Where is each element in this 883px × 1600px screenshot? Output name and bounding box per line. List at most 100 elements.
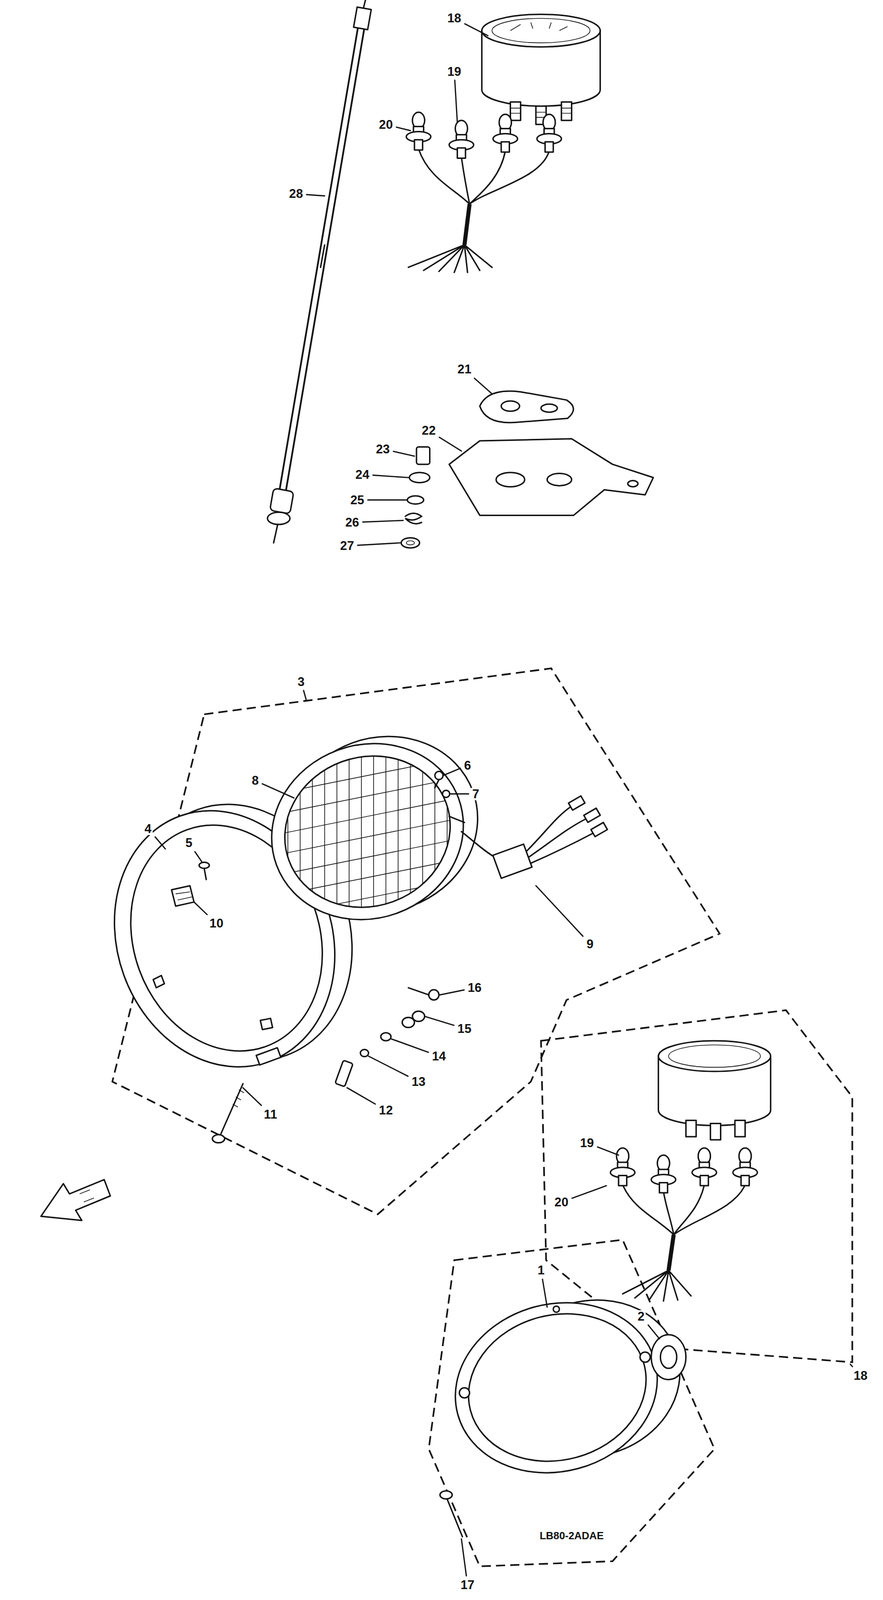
meter-bracket [409, 472, 430, 484]
leader-line [597, 1147, 619, 1156]
adjuster-hardware [335, 1060, 354, 1088]
callout-number: 8 [250, 774, 260, 787]
speedometer [510, 101, 521, 120]
direction-arrow [41, 1179, 111, 1221]
headlight-housing [451, 1294, 663, 1481]
leader-line [303, 690, 306, 701]
sealed-beam-unit [246, 710, 503, 947]
bulb-sockets [449, 120, 474, 159]
callout-number: 22 [420, 424, 437, 437]
headlight-rim [175, 891, 192, 901]
speedometer-cable [320, 245, 325, 268]
meter-bracket [405, 513, 422, 524]
sealed-beam-unit [246, 717, 489, 947]
callout-number: 9 [585, 938, 595, 951]
leader-line [372, 475, 409, 478]
adjuster-hardware [232, 1090, 245, 1108]
headlight-housing [553, 1306, 560, 1313]
leader-line [396, 127, 411, 131]
callout-number: 2 [636, 1310, 646, 1323]
headlight-rim [204, 868, 207, 880]
callout-number: 3 [296, 675, 306, 689]
bulb-sockets [610, 1148, 758, 1302]
callout-number: 25 [349, 493, 366, 507]
leader-line [450, 793, 469, 795]
meter-bracket [479, 391, 574, 423]
sealed-beam-unit [265, 734, 470, 940]
leader-line [243, 1088, 262, 1106]
meter-bracket [546, 473, 572, 487]
leader-line [362, 520, 404, 523]
leader-line [443, 768, 461, 776]
wire-connector [461, 796, 608, 879]
callout-number: 19 [579, 1136, 596, 1150]
speedometer-cable [267, 0, 372, 543]
speedometer [491, 18, 591, 43]
meter-bracket [541, 404, 558, 413]
callout-number: 20 [378, 118, 395, 131]
bulb-sockets [537, 114, 562, 153]
leader-line [648, 1325, 660, 1340]
bulb-sockets [622, 1270, 692, 1302]
callout-number: 21 [456, 363, 473, 376]
meter-bracket [407, 496, 424, 505]
sealed-beam-unit [263, 733, 472, 931]
callout-number: 18 [446, 11, 463, 25]
sealed-beam-unit [449, 816, 465, 823]
callout-number: 6 [462, 759, 472, 772]
leader-line [464, 23, 489, 36]
leader-line [439, 989, 464, 996]
headlight-rim [171, 886, 194, 907]
meter-bracket [406, 540, 415, 545]
speedometer [686, 1120, 697, 1137]
sealed-beam-unit [265, 734, 470, 940]
speedometer [510, 108, 572, 118]
meter-bracket [416, 447, 431, 465]
bulb-sockets [691, 1148, 717, 1187]
speedometer [561, 101, 572, 120]
leader-line [367, 499, 407, 501]
callout-number: 12 [378, 1104, 395, 1117]
speedometer-cable [363, 0, 366, 9]
headlight-housing [436, 1274, 700, 1537]
leader-line [850, 1364, 853, 1368]
wire-connector [591, 822, 608, 837]
bulb-sockets [668, 1235, 674, 1272]
leader-line [461, 1539, 467, 1576]
direction-arrow [41, 1179, 111, 1221]
adjuster-hardware [380, 1033, 392, 1042]
callout-number: 11 [262, 1108, 278, 1121]
adjuster-hardware [360, 1049, 369, 1058]
leader-line [357, 542, 401, 546]
callout-number: 15 [456, 1022, 473, 1036]
headlight-housing [459, 1387, 470, 1399]
leader-line [455, 80, 458, 123]
headlight-housing [436, 1280, 677, 1496]
bulb-sockets [464, 204, 470, 246]
speedometer [734, 1120, 746, 1137]
callout-number: 20 [553, 1196, 570, 1209]
callout-number: 19 [446, 65, 463, 78]
meter-bracket [400, 538, 420, 549]
headlight-rim [153, 975, 165, 988]
drawing-code: LB80-2ADAE [538, 1530, 605, 1542]
bulb-sockets [622, 1184, 746, 1235]
adjuster-hardware [212, 987, 439, 1144]
leader-line [194, 851, 203, 863]
speedometer [482, 14, 601, 125]
meter-bracket [449, 438, 654, 516]
callout-number: 18 [852, 1369, 869, 1383]
callout-number: 16 [466, 981, 484, 995]
callout-number: 24 [354, 468, 371, 481]
speedometer-cable [267, 512, 290, 525]
wire-connector [583, 808, 601, 823]
headlight-rim [198, 862, 210, 869]
speedometer [710, 1123, 721, 1140]
bulb-sockets [492, 114, 518, 153]
leader-line [439, 437, 462, 452]
callout-number: 1 [536, 1264, 546, 1277]
callout-number: 7 [471, 787, 480, 801]
leader-line [346, 1088, 376, 1105]
leader-line [536, 886, 583, 937]
leader-line [155, 837, 166, 850]
